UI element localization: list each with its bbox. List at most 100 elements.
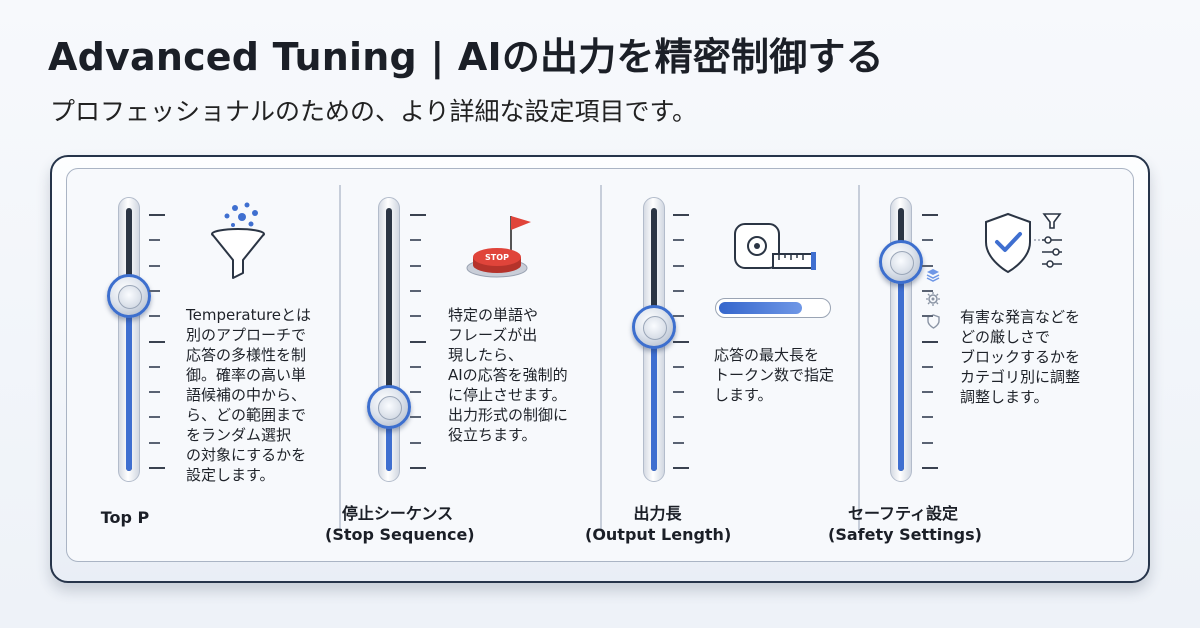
tick-mark <box>410 214 426 216</box>
label-line: 停止シーケンス <box>341 504 454 523</box>
page-subtitle: プロフェッショナルのための、より詳細な設定項目です。 <box>50 97 698 126</box>
description-line: Temperatureとは <box>186 306 312 324</box>
column-divider <box>339 185 341 530</box>
tick-mark <box>149 264 160 267</box>
tick-mark <box>922 441 933 444</box>
output-length-bar <box>715 298 831 318</box>
tick-mark <box>922 365 933 368</box>
tick-mark <box>673 214 689 216</box>
description-line: 役立ちます。 <box>448 426 537 444</box>
shield-check-icon <box>985 212 1062 274</box>
slider-fill <box>898 261 904 471</box>
tick-mark <box>149 365 160 368</box>
slider-knob[interactable] <box>879 240 923 285</box>
label-output-length: 出力長 (Output Length) <box>585 503 732 545</box>
tick-mark <box>149 467 165 469</box>
page-title: Advanced Tuning | AIの出力を精密制御する <box>48 35 884 79</box>
tick-mark <box>922 289 933 292</box>
tick-mark <box>673 289 684 292</box>
tick-mark <box>410 315 421 318</box>
output-length-bar-fill <box>719 302 802 314</box>
slider-track <box>378 197 400 482</box>
tick-mark <box>149 239 160 242</box>
stop-text: STOP <box>485 253 509 262</box>
description-line: 御。確率の高い単 <box>186 366 307 384</box>
tick-mark <box>410 467 426 469</box>
tick-mark <box>149 289 160 292</box>
description-top-p: Temperatureとは別のアプローチで応答の多様性を制御。確率の高い単語候補… <box>186 305 311 485</box>
tick-mark <box>673 441 684 444</box>
label-stop-sequence: 停止シーケンス (Stop Sequence) <box>325 503 475 545</box>
description-line: 語候補の中から、 <box>186 386 307 404</box>
description-stop-sequence: 特定の単語やフレーズが出現したら、 AIの応答を強制的に停止させます。出力形式の制… <box>448 305 568 445</box>
tick-mark <box>673 239 684 242</box>
description-line: フレーズが出 <box>448 326 538 344</box>
tape-measure-icon <box>734 223 816 270</box>
label-line: セーフティ設定 <box>847 504 959 523</box>
slider-knob[interactable] <box>367 384 411 429</box>
label-line: 出力長 <box>633 504 682 523</box>
tick-mark <box>149 391 160 394</box>
tick-mark <box>673 340 689 343</box>
gear-icon <box>926 292 940 306</box>
description-line: 別のアプローチで <box>186 326 307 344</box>
tick-mark <box>673 416 684 419</box>
tick-mark <box>673 467 689 469</box>
description-line: AIの応答を強制的 <box>448 366 568 384</box>
tick-mark <box>922 340 938 343</box>
slider-fill <box>651 326 657 471</box>
label-line: (Output Length) <box>585 525 732 544</box>
tick-mark <box>410 289 421 292</box>
tick-mark <box>149 416 160 419</box>
label-line: (Stop Sequence) <box>325 525 475 544</box>
label-line: Top P <box>100 508 150 527</box>
tick-mark <box>673 264 684 267</box>
slider-track <box>118 197 140 482</box>
description-line: カテゴリ別に調整 <box>960 368 1081 386</box>
description-line: ら、どの範囲まで <box>186 406 307 424</box>
tick-mark <box>149 340 165 343</box>
description-line: ブロックするかを <box>960 348 1081 366</box>
shield-small-icon <box>927 314 940 329</box>
tick-mark <box>922 264 933 267</box>
description-line: 現したら、 <box>448 346 524 364</box>
description-line: します。 <box>714 386 773 404</box>
description-line: トークン数で指定 <box>714 366 835 384</box>
description-line: 応答の最大長を <box>714 346 820 364</box>
description-line: 有害な発言などを <box>960 308 1081 326</box>
tick-mark <box>410 239 421 242</box>
tick-mark <box>410 264 421 267</box>
description-line: 出力形式の制御に <box>448 406 569 424</box>
tick-mark <box>410 365 421 368</box>
slider-fill <box>386 405 392 471</box>
tick-mark <box>149 214 165 216</box>
description-line: どの厳しさで <box>960 328 1051 346</box>
tick-mark <box>922 391 933 394</box>
tick-mark <box>922 416 933 419</box>
column-divider <box>600 185 602 530</box>
slider-groove <box>386 208 392 471</box>
tick-mark <box>922 239 933 242</box>
tick-mark <box>922 315 933 318</box>
tick-mark <box>410 340 426 343</box>
tick-mark <box>149 441 160 444</box>
slider-knob[interactable] <box>632 305 676 350</box>
column-divider <box>858 185 860 530</box>
tick-mark <box>922 467 938 469</box>
slider-knob[interactable] <box>107 274 151 319</box>
label-top-p: Top P <box>85 507 165 528</box>
description-safety-settings: 有害な発言などをどの厳しさでブロックするかをカテゴリ別に調整調整します。 <box>960 307 1080 407</box>
tick-mark <box>673 365 684 368</box>
stop-button-icon: STOP <box>466 216 531 278</box>
label-line: (Safety Settings) <box>828 525 982 544</box>
description-line: 特定の単語や <box>448 306 539 324</box>
tick-mark <box>149 315 160 318</box>
tick-mark <box>922 214 938 216</box>
description-line: をランダム選択 <box>186 426 292 444</box>
tick-mark <box>673 315 684 318</box>
description-output-length: 応答の最大長をトークン数で指定します。 <box>714 345 834 405</box>
tick-mark <box>410 416 421 419</box>
slider-fill <box>126 295 132 471</box>
layers-icon <box>926 269 940 282</box>
description-line: に停止させます。 <box>448 386 567 404</box>
